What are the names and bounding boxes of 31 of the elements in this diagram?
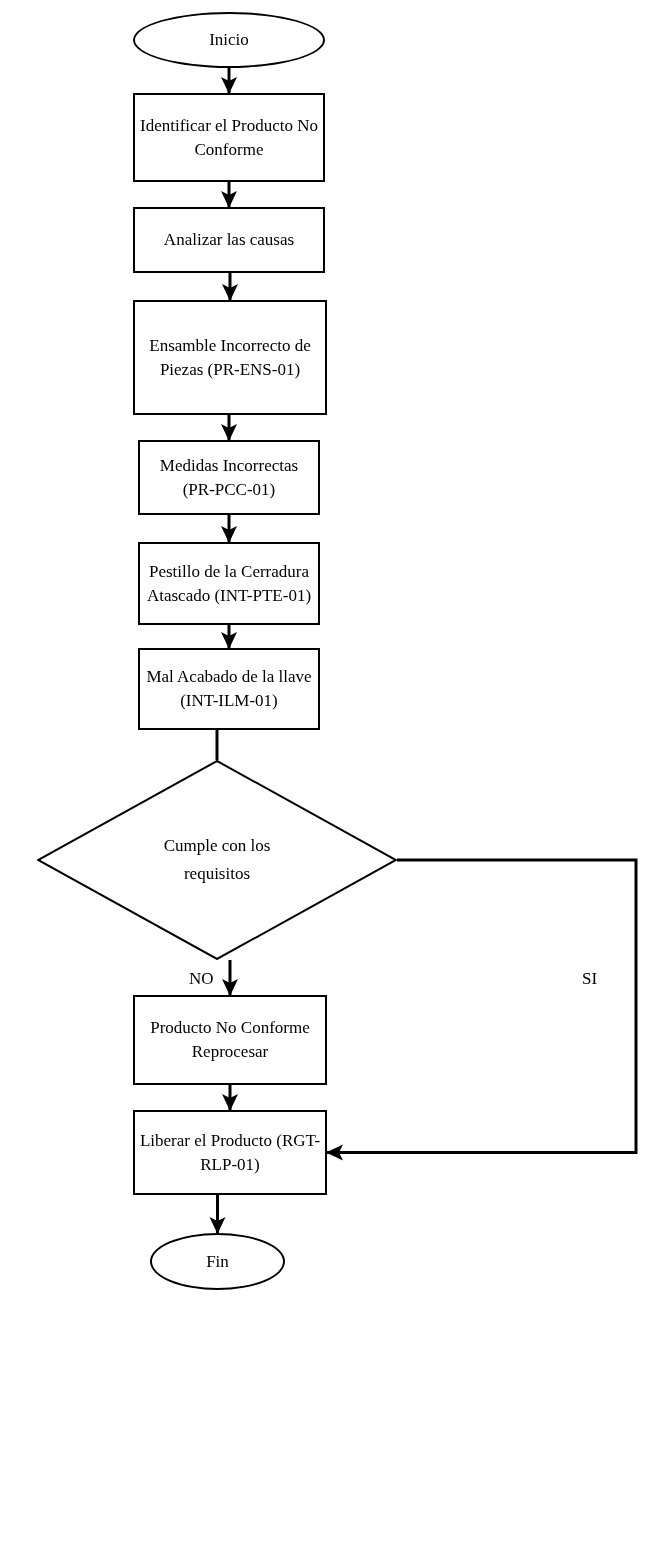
- arrow: [221, 625, 237, 649]
- connector-line: [215, 730, 219, 760]
- process-box: [138, 542, 320, 625]
- arrow: [221, 515, 237, 543]
- arrow: [326, 858, 638, 1161]
- node-text: Inicio: [209, 29, 249, 51]
- node-text: Cumple con los requisitos: [162, 835, 272, 885]
- arrow: [209, 1195, 226, 1234]
- decision-diamond: [37, 760, 397, 960]
- process-box: [138, 440, 320, 515]
- node-text: Pestillo de la Cerradura Atascado (INT-PTE-01): [145, 560, 313, 607]
- arrow: [221, 182, 237, 208]
- process-box: [133, 207, 325, 273]
- arrow: [221, 415, 237, 441]
- node-text: Ensamble Incorrecto de Piezas (PR-ENS-01): [148, 334, 312, 381]
- arrow: [222, 1085, 238, 1111]
- node-text: Analizar las causas: [163, 229, 295, 251]
- process-box: [133, 1110, 327, 1195]
- arrow: [222, 960, 238, 996]
- process-box: [133, 93, 325, 182]
- node-text: Mal Acabado de la llave (INT-ILM-01): [145, 666, 313, 712]
- arrow: [221, 68, 237, 94]
- node-text: Liberar el Producto (RGT-RLP-01): [139, 1129, 321, 1176]
- arrow: [222, 273, 238, 301]
- node-text: Medidas Incorrectas (PR-PCC-01): [158, 454, 300, 501]
- node-text: Identificar el Producto No Conforme: [139, 114, 319, 161]
- process-box: [133, 995, 327, 1085]
- process-box: [138, 648, 320, 730]
- node-text: Producto No Conforme Reprocesar: [149, 1017, 311, 1063]
- process-box: [133, 300, 327, 415]
- node-text: Fin: [206, 1250, 229, 1273]
